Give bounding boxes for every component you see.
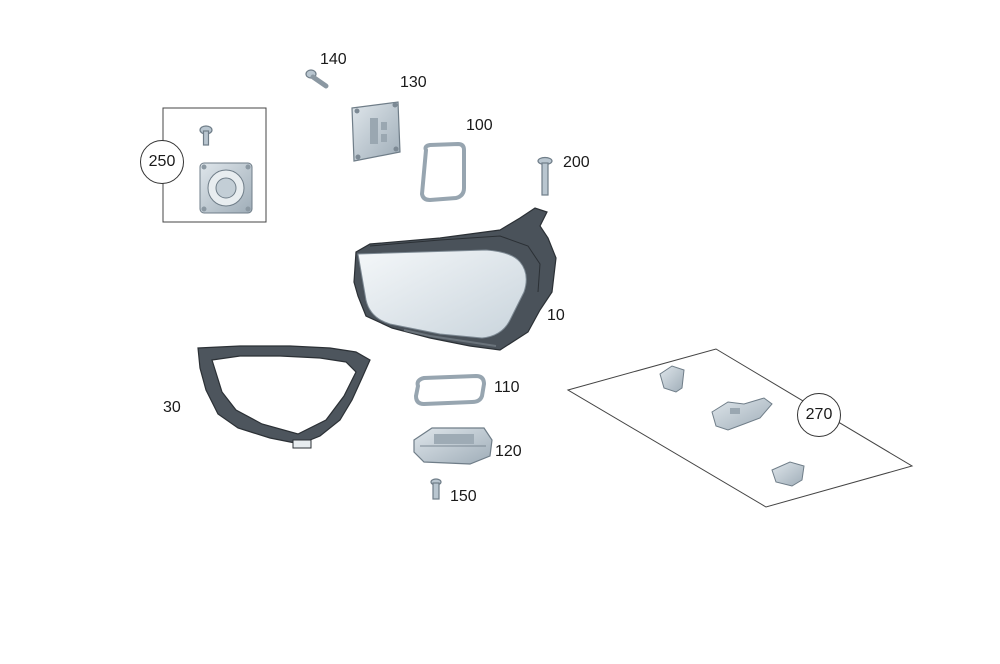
part-130-plate bbox=[351, 101, 401, 162]
group-250-screw bbox=[199, 125, 213, 146]
callout-30: 30 bbox=[163, 399, 181, 416]
callout-150: 150 bbox=[450, 488, 477, 505]
callout-140: 140 bbox=[320, 51, 347, 68]
part-120-control-unit bbox=[413, 427, 493, 465]
callout-250: 250 bbox=[140, 140, 184, 184]
part-110-gasket bbox=[413, 373, 487, 407]
group-270-bracket-c bbox=[771, 461, 805, 487]
callout-110: 110 bbox=[494, 379, 520, 396]
part-100-gasket bbox=[419, 141, 466, 203]
callout-100: 100 bbox=[466, 117, 493, 134]
callout-200: 200 bbox=[563, 154, 590, 171]
part-150-screw bbox=[430, 478, 442, 500]
callout-130: 130 bbox=[400, 74, 427, 91]
group-270-bracket-b bbox=[711, 397, 773, 431]
callout-120: 120 bbox=[495, 443, 522, 460]
part-30-bezel bbox=[197, 345, 371, 449]
group-250-fan-module bbox=[199, 162, 253, 214]
group-270-bracket-a bbox=[659, 365, 685, 393]
group-270-tray bbox=[566, 348, 914, 508]
callout-270: 270 bbox=[797, 393, 841, 437]
part-10-headlamp bbox=[353, 207, 557, 351]
part-140-screw bbox=[305, 69, 329, 89]
callout-10: 10 bbox=[547, 307, 565, 324]
part-200-bolt bbox=[537, 156, 553, 196]
